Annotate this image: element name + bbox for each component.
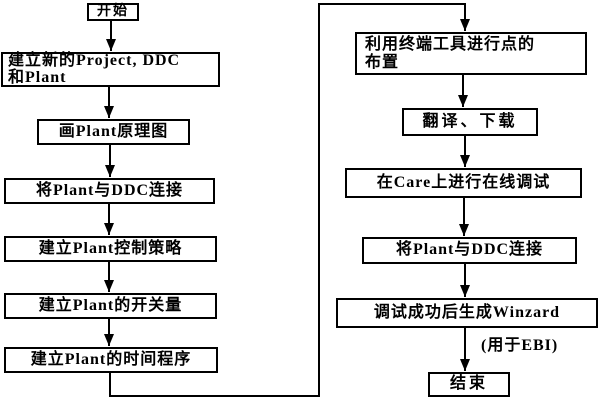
node-connect-plant-ddc-2: 将Plant与DDC连接: [362, 237, 577, 264]
node-label: 将Plant与DDC连接: [35, 181, 184, 199]
node-create-switch-points: 建立Plant的开关量: [4, 293, 217, 319]
node-label-line1: 建立新的Project, DDC: [8, 51, 181, 69]
node-create-control-strategy: 建立Plant控制策略: [4, 236, 217, 262]
node-label: 将Plant与DDC连接: [395, 241, 544, 259]
node-connect-plant-ddc-1: 将Plant与DDC连接: [4, 178, 215, 204]
node-label: 建立Plant控制策略: [38, 239, 183, 257]
node-start: 开始: [87, 3, 139, 21]
node-label: 结束: [449, 375, 488, 393]
node-label: 画Plant原理图: [58, 122, 169, 140]
node-terminal-tool-point-layout: 利用终端工具进行点的 布置: [355, 32, 587, 75]
node-label: 翻译、下载: [422, 112, 518, 130]
node-label: 调试成功后生成Winzard: [373, 303, 561, 321]
edge-time-program-to-terminal-tool-loop: [109, 3, 470, 397]
node-label: 建立Plant的开关量: [38, 296, 183, 314]
node-draw-plant-schematic: 画Plant原理图: [37, 119, 190, 145]
annotation-for-ebi: (用于EBI): [481, 337, 559, 354]
node-label-line2: 布置: [365, 53, 400, 71]
node-label: 建立Plant的时间程序: [30, 350, 192, 368]
node-generate-winzard: 调试成功后生成Winzard: [336, 298, 598, 328]
node-create-time-program: 建立Plant的时间程序: [4, 347, 218, 373]
node-end: 结束: [428, 372, 510, 397]
node-online-debug-care: 在Care上进行在线调试: [345, 168, 582, 198]
node-label: 开始: [97, 3, 129, 19]
node-create-project-ddc-plant: 建立新的Project, DDC 和Plant: [1, 52, 220, 87]
node-label: 在Care上进行在线调试: [376, 173, 551, 191]
node-translate-download: 翻译、下载: [402, 108, 538, 136]
node-label-line1: 利用终端工具进行点的: [365, 35, 536, 53]
node-label-line2: 和Plant: [8, 68, 67, 86]
